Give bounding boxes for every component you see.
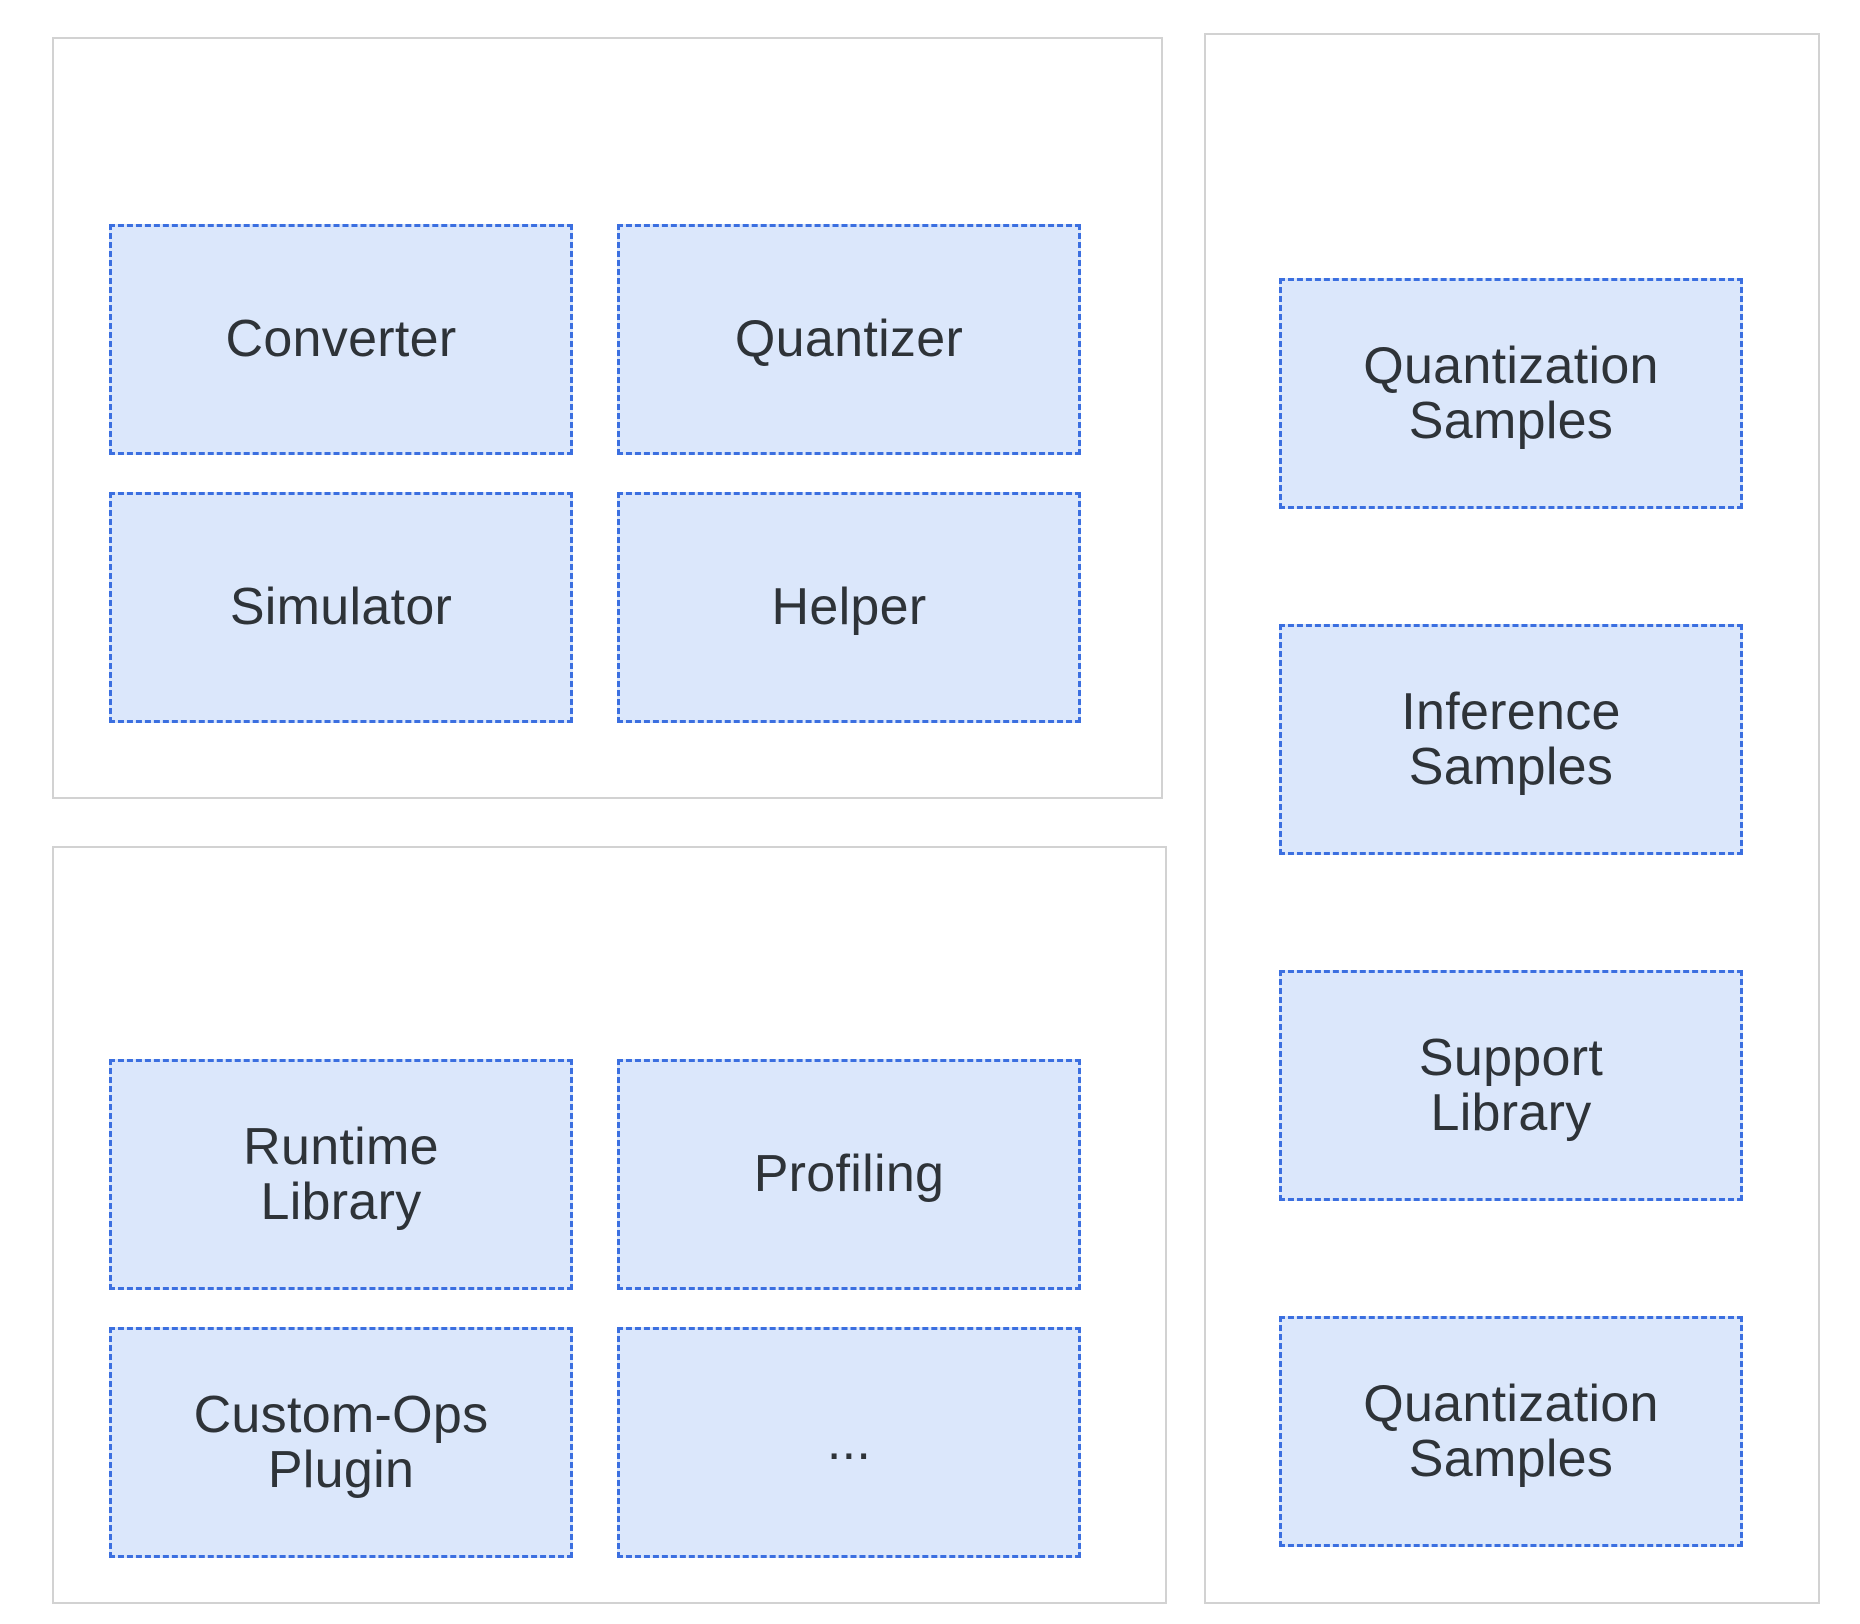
runtime-library-box: Runtime Library: [109, 1059, 573, 1290]
converter-box: Converter: [109, 224, 573, 455]
tools-panel: Converter Quantizer Simulator Helper: [52, 37, 1163, 799]
support-library-label: Support Library: [1418, 1028, 1604, 1142]
samples-panel: Quantization Samples Inference Samples S…: [1204, 33, 1820, 1604]
profiling-box: Profiling: [617, 1059, 1081, 1290]
support-library-box: Support Library: [1279, 970, 1743, 1201]
custom-ops-plugin-label: Custom-Ops Plugin: [193, 1385, 489, 1499]
quantization-samples-box-2: Quantization Samples: [1279, 1316, 1743, 1547]
inference-samples-label: Inference Samples: [1401, 682, 1621, 796]
helper-label: Helper: [771, 578, 927, 637]
quantizer-label: Quantizer: [734, 310, 964, 369]
helper-box: Helper: [617, 492, 1081, 723]
converter-label: Converter: [225, 310, 457, 369]
inference-samples-box: Inference Samples: [1279, 624, 1743, 855]
ellipsis-box: ...: [617, 1327, 1081, 1558]
custom-ops-plugin-box: Custom-Ops Plugin: [109, 1327, 573, 1558]
quantization-samples-label: Quantization Samples: [1363, 336, 1659, 450]
ellipsis-label: ...: [826, 1413, 872, 1472]
runtime-library-label: Runtime Library: [243, 1117, 439, 1231]
quantizer-box: Quantizer: [617, 224, 1081, 455]
simulator-label: Simulator: [229, 578, 453, 637]
simulator-box: Simulator: [109, 492, 573, 723]
runtime-panel: Runtime Library Profiling Custom-Ops Plu…: [52, 846, 1167, 1604]
quantization-samples-label-2: Quantization Samples: [1363, 1374, 1659, 1488]
quantization-samples-box: Quantization Samples: [1279, 278, 1743, 509]
profiling-label: Profiling: [753, 1145, 945, 1204]
